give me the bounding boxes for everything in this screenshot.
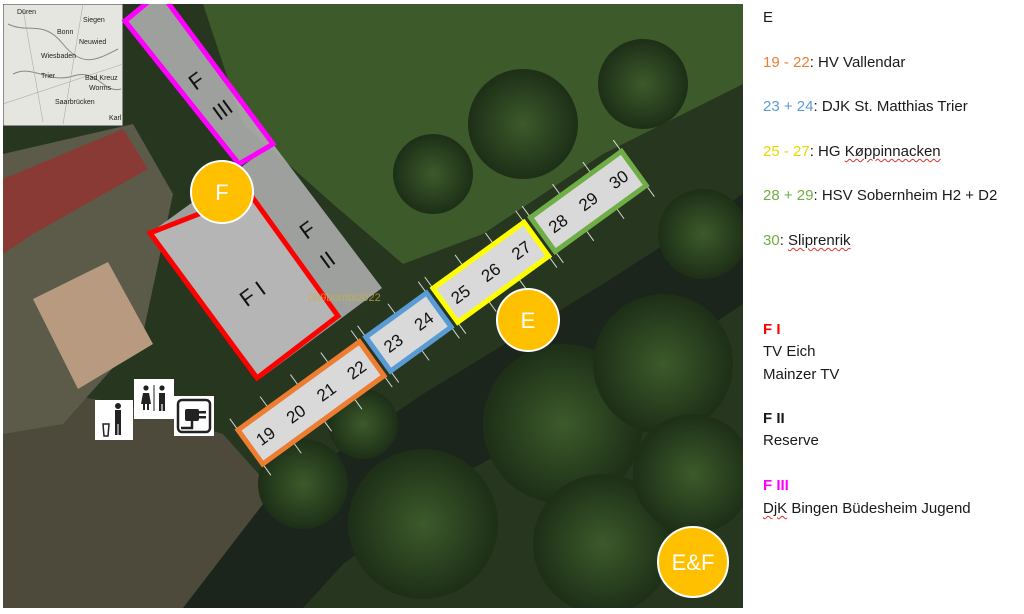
inset-place-2: Bonn xyxy=(57,29,73,36)
legend-row-green: 28 + 29: HSV Sobernheim H2 + D2 xyxy=(763,185,997,207)
marker-ef-label: E&F xyxy=(672,550,715,575)
legend-orange-team: : HV Vallendar xyxy=(809,54,906,71)
facility-icons xyxy=(95,379,214,440)
legend-row-blue: 23 + 24: DJK St. Matthias Trier xyxy=(763,96,968,118)
legend-title: E xyxy=(763,9,774,26)
overview-inset: Düren Siegen Bonn Neuwied Wiesbaden Trie… xyxy=(3,4,124,127)
legend-orange-range-b: 22 xyxy=(793,54,810,71)
legend-g5-sep: : xyxy=(779,232,789,249)
legend-green-range-a: 28 xyxy=(763,187,780,204)
legend-orange-sep: - xyxy=(779,54,794,71)
legend-f3-heading: F III xyxy=(763,477,789,494)
legend-f2-heading: F II xyxy=(763,410,785,427)
legend-yellow-sep: - xyxy=(779,143,794,160)
sand-court xyxy=(33,262,153,389)
legend-f1-team-2: Mainzer TV xyxy=(763,366,840,383)
trash-person-icon[interactable] xyxy=(95,400,133,440)
legend-f1-team-1: TV Eich xyxy=(763,343,816,360)
legend-yellow-range-a: 25 xyxy=(763,143,780,160)
restroom-icon[interactable] xyxy=(134,379,174,419)
legend-blue-range-b: 24 xyxy=(796,98,814,115)
legend-row-orange: 19 - 22: HV Vallendar xyxy=(763,52,905,74)
power-plug-icon[interactable] xyxy=(174,396,214,436)
legend-g5-team: Sliprenrik xyxy=(788,232,851,249)
inset-place-4: Wiesbaden xyxy=(41,53,76,60)
legend-yellow-team-prefix: : HG xyxy=(809,143,845,160)
marker-ef[interactable]: E&F xyxy=(657,526,729,598)
legend-row-yellow: 25 - 27: HG Køppinnacken xyxy=(763,141,941,163)
stall-group-g4[interactable] xyxy=(527,147,650,255)
stall-group-g3[interactable] xyxy=(429,218,553,326)
inset-place-0: Düren xyxy=(17,9,36,16)
marker-e-label: E xyxy=(521,308,536,333)
legend-g5-num: 30 xyxy=(763,232,780,249)
inset-place-8: Saarbrücken xyxy=(55,99,95,106)
legend-yellow-range-b: 27 xyxy=(793,143,810,160)
running-track xyxy=(3,129,148,254)
map-canvas: Düren Siegen Bonn Neuwied Wiesbaden Trie… xyxy=(3,4,743,608)
legend-blue-range-a: 23 xyxy=(763,98,780,115)
legend-f2-team-1: Reserve xyxy=(763,432,819,449)
legend-orange-range-a: 19 xyxy=(763,54,780,71)
legend-f3-team: DjK Bingen Büdesheim Jugend xyxy=(763,498,971,520)
inset-place-7: Worms xyxy=(89,85,112,92)
legend-f3-team-rest: Bingen Büdesheim Jugend xyxy=(787,500,971,517)
watermark-text: 0b9b0mbi2022 xyxy=(308,292,381,304)
inset-place-5: Trier xyxy=(41,73,56,80)
legend-row-green-30: 30: Sliprenrik xyxy=(763,230,851,252)
legend-yellow-team-name: Køppinnacken xyxy=(844,143,941,160)
inset-place-3: Neuwied xyxy=(79,39,106,46)
legend-green-range-b: 29 xyxy=(796,187,814,204)
field-f3[interactable] xyxy=(121,4,277,168)
tree-canopy xyxy=(258,39,743,608)
inset-place-9: Karl xyxy=(109,115,122,122)
legend-blue-team: : DJK St. Matthias Trier xyxy=(813,98,968,115)
legend-blue-sep: + xyxy=(779,98,797,115)
legend-green-team: : HSV Sobernheim H2 + D2 xyxy=(813,187,998,204)
marker-f[interactable]: F xyxy=(190,160,254,224)
stall-group-g1[interactable] xyxy=(234,338,388,468)
marker-e[interactable]: E xyxy=(496,288,560,352)
marker-f-label: F xyxy=(215,180,228,205)
aerial-map[interactable]: Düren Siegen Bonn Neuwied Wiesbaden Trie… xyxy=(3,4,743,608)
inset-place-6: Bad Kreuz xyxy=(85,75,118,82)
stall-group-g2[interactable] xyxy=(362,289,455,375)
legend-green-sep: + xyxy=(779,187,797,204)
legend-f3-team-prefix: DjK xyxy=(763,500,788,517)
legend-f1-heading: F I xyxy=(763,321,781,338)
inset-place-1: Siegen xyxy=(83,17,105,24)
